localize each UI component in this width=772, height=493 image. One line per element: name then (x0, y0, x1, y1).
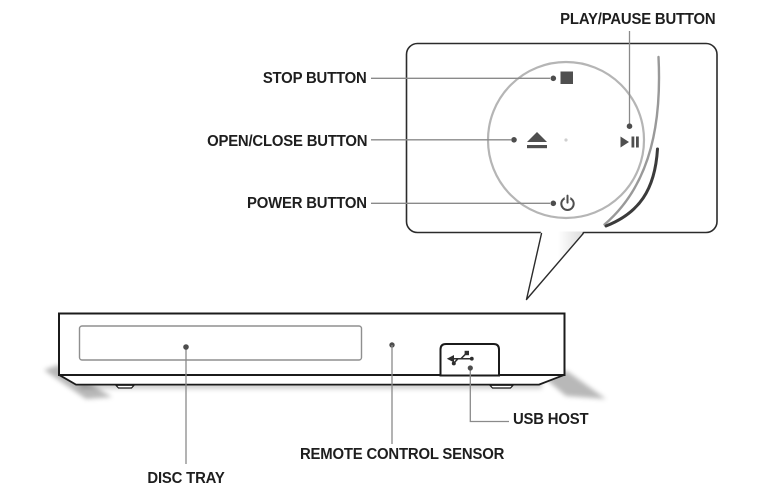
player-foot-left (114, 384, 136, 389)
deck-curve-dark (604, 147, 659, 228)
wheel-center-dot (564, 138, 568, 142)
label-power-button: POWER BUTTON (247, 195, 367, 212)
label-disc-tray: DISC TRAY (147, 470, 225, 487)
play-pause-icon (620, 136, 639, 148)
disc-tray (78, 325, 363, 361)
leader-dots (183, 75, 633, 371)
eject-icon (527, 132, 547, 149)
player-foot-right (488, 384, 515, 389)
stop-icon (560, 71, 573, 84)
callout-tail-outline (525, 232, 584, 301)
label-remote-control-sensor: REMOTE CONTROL SENSOR (300, 446, 505, 463)
label-open-close-button: OPEN/CLOSE BUTTON (206, 133, 367, 150)
label-play-pause-button: PLAY/PAUSE BUTTON (560, 11, 716, 28)
label-usb-host: USB HOST (513, 411, 589, 428)
label-stop-button: STOP BUTTON (263, 70, 367, 87)
deck-curve (603, 55, 661, 226)
usb-icon (446, 350, 474, 366)
power-icon (560, 194, 575, 212)
usb-port (439, 343, 500, 377)
leader-usb-host (469, 368, 509, 423)
leader-lines (185, 31, 631, 464)
